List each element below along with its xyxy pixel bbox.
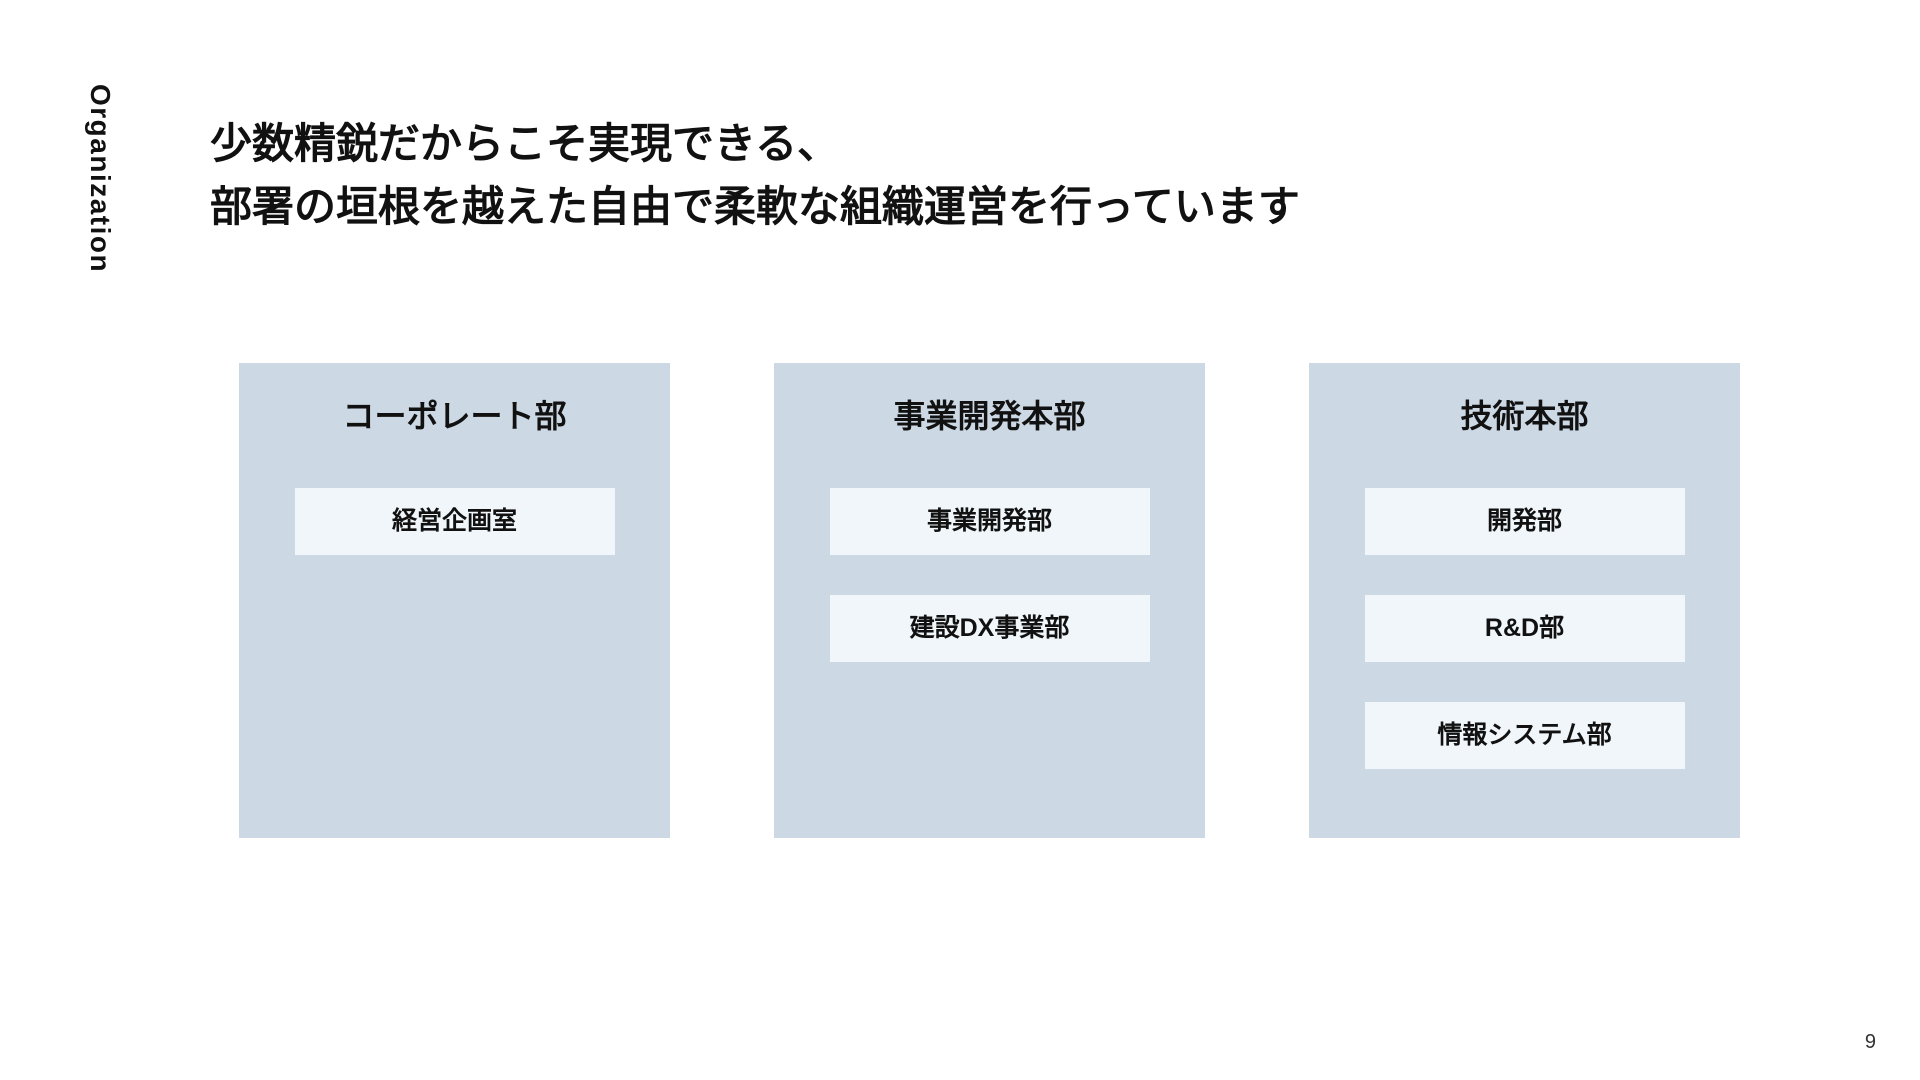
side-label: Organization [85, 84, 116, 274]
org-units: 事業開発部 建設DX事業部 [774, 488, 1205, 662]
page-number: 9 [1864, 1031, 1876, 1053]
org-unit: 事業開発部 [829, 488, 1150, 555]
org-column-title: 技術本部 [1460, 398, 1589, 434]
org-chart: コーポレート部 経営企画室 事業開発本部 事業開発部 建設DX事業部 技術本部 … [239, 363, 1740, 838]
org-unit: 経営企画室 [294, 488, 615, 555]
org-column-corporate: コーポレート部 経営企画室 [239, 363, 670, 838]
org-column-title: 事業開発本部 [893, 398, 1086, 434]
org-unit: 情報システム部 [1364, 702, 1685, 769]
page-title-line2: 部署の垣根を越えた自由で柔軟な組織運営を行っています [210, 183, 1300, 230]
org-unit: 建設DX事業部 [829, 595, 1150, 662]
org-column-technology: 技術本部 開発部 R&D部 情報システム部 [1309, 363, 1740, 838]
org-column-title: コーポレート部 [342, 398, 567, 434]
org-unit: 開発部 [1364, 488, 1685, 555]
page-title: 少数精鋭だからこそ実現できる、 部署の垣根を越えた自由で柔軟な組織運営を行ってい… [210, 112, 1300, 238]
org-unit: R&D部 [1364, 595, 1685, 662]
org-units: 開発部 R&D部 情報システム部 [1309, 488, 1740, 769]
org-units: 経営企画室 [239, 488, 670, 555]
page-title-line1: 少数精鋭だからこそ実現できる、 [210, 120, 840, 167]
org-column-business-dev: 事業開発本部 事業開発部 建設DX事業部 [774, 363, 1205, 838]
